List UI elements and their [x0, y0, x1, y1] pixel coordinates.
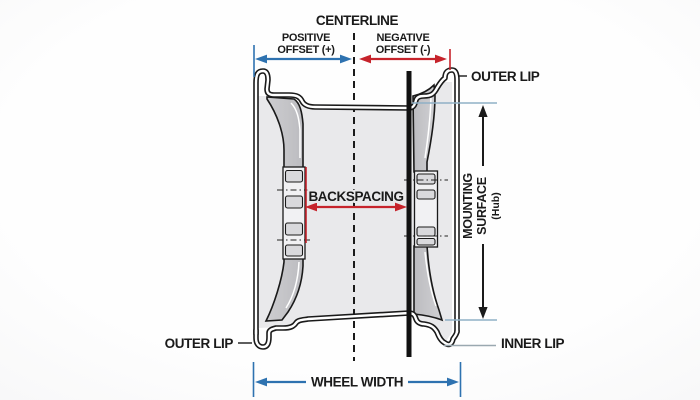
- negative-offset-arrow: [359, 49, 451, 70]
- positive-offset-arrow: [253, 45, 352, 77]
- wheel-width-arrow: [252, 362, 462, 397]
- mounting-surface-hub-label: (Hub): [490, 192, 502, 219]
- arrowhead-right: [435, 54, 447, 64]
- mounting-surface-label-line2: SURFACE: [475, 177, 489, 235]
- arrowhead-left: [305, 202, 317, 212]
- spoke-highlight: [424, 251, 437, 307]
- spoke-highlight: [290, 102, 301, 158]
- arrowhead-right: [395, 202, 407, 212]
- wheel-barrel-interior: [257, 82, 452, 343]
- arrowhead-up: [478, 105, 488, 117]
- arrowhead-left: [255, 377, 267, 387]
- arrowhead-left: [255, 54, 267, 64]
- negative-offset-label-line1: NEGATIVE: [376, 32, 429, 44]
- outer-lip-bottom-label: OUTER LIP: [165, 336, 234, 351]
- drop-center-left: [277, 166, 312, 260]
- rim-contour: [253, 67, 460, 350]
- wheel-width-label: WHEEL WIDTH: [311, 375, 403, 390]
- arrowhead-down: [478, 307, 488, 319]
- arrowhead-right: [447, 377, 459, 387]
- backspacing-arrow: [305, 167, 407, 243]
- spoke-top-right: [412, 83, 436, 173]
- centerline-label: CENTERLINE: [316, 13, 399, 28]
- arrowhead-right: [340, 54, 352, 64]
- mounting-surface-line: [406, 71, 412, 357]
- wheel-spokes: [264, 83, 444, 322]
- backspacing-label: BACKSPACING: [308, 189, 403, 204]
- mounting-surface-label-line1: MOUNTING: [461, 173, 475, 239]
- inner-lip-label: INNER LIP: [501, 336, 565, 351]
- positive-offset-label-line1: POSITIVE: [282, 32, 330, 44]
- spoke-highlight: [424, 92, 432, 159]
- spoke-highlight: [285, 261, 300, 309]
- positive-offset-label-line2: OFFSET (+): [277, 44, 335, 56]
- outer-lip-top-label: OUTER LIP: [471, 69, 540, 84]
- mounting-surface-arrow: [478, 105, 488, 319]
- spoke-bottom-left: [264, 257, 304, 322]
- negative-offset-label-line2: OFFSET (-): [376, 44, 431, 56]
- arrowhead-left: [359, 54, 371, 64]
- drop-center-right: [404, 170, 448, 248]
